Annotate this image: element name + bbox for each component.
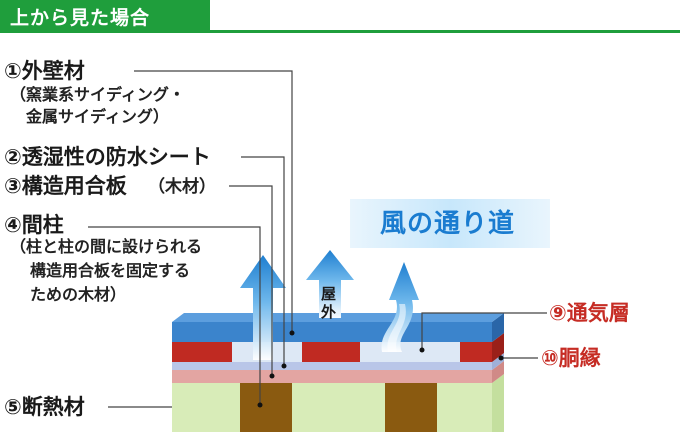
label-stud-sub-3: ための木材）	[30, 285, 127, 304]
wind-banner	[350, 199, 550, 248]
leader-line-stud	[88, 226, 261, 405]
label-air-gap: ⑨通気層	[549, 301, 630, 325]
plywood-layer	[172, 370, 492, 383]
stud-left	[240, 383, 292, 432]
leader-dot-air-gap	[419, 347, 425, 353]
leader-dot-membrane	[281, 363, 287, 369]
header-rule	[0, 30, 680, 33]
outside-char-1: 屋	[321, 285, 337, 303]
siding-side	[492, 313, 504, 342]
label-exterior-wall-sub-1: （窯業系サイディング・	[10, 85, 185, 104]
leader-line-air-gap	[421, 312, 547, 350]
insulation-side	[492, 374, 504, 432]
leader-dot-furring	[498, 355, 504, 361]
label-stud-sub-2: 構造用合板を固定する	[30, 261, 191, 280]
plywood-side	[492, 361, 504, 383]
siding-layer	[172, 322, 492, 342]
leader-line-membrane	[241, 156, 285, 366]
furring-strip-1	[172, 342, 232, 362]
label-membrane: ②透湿性の防水シート	[4, 145, 211, 169]
furring-strip-3	[460, 342, 492, 362]
furring-side	[492, 333, 504, 362]
membrane-layer	[172, 362, 492, 370]
wind-arrow-left	[240, 255, 286, 360]
outside-char-2: 外	[321, 303, 337, 321]
leader-dot-plywood	[269, 373, 275, 379]
leader-dot-stud	[257, 402, 263, 408]
wind-arrow-right-glow	[387, 304, 406, 352]
label-stud: ④間柱	[4, 213, 64, 237]
label-insulation: ⑤断熱材	[4, 395, 85, 419]
leader-line-siding	[134, 70, 293, 333]
insulation-layer	[172, 383, 492, 432]
leader-line-plywood	[229, 185, 273, 376]
label-furring: ⑩胴縁	[541, 346, 601, 370]
wind-arrow-center	[306, 250, 354, 318]
label-exterior-wall: ①外壁材	[4, 59, 85, 83]
leader-dot-siding	[289, 330, 295, 336]
header-title: 上から見た場合	[10, 7, 151, 29]
label-stud-sub-1: （柱と柱の間に設けられる	[10, 237, 203, 256]
furring-strip-2	[302, 342, 360, 362]
wind-label: 風の通り道	[380, 209, 516, 239]
stud-right	[385, 383, 437, 432]
header-bar: 上から見た場合	[0, 0, 210, 30]
label-plywood-note: （木材）	[148, 177, 216, 197]
label-exterior-wall-sub-2: 金属サイディング）	[26, 107, 169, 126]
label-plywood: ③構造用合板	[4, 174, 127, 198]
